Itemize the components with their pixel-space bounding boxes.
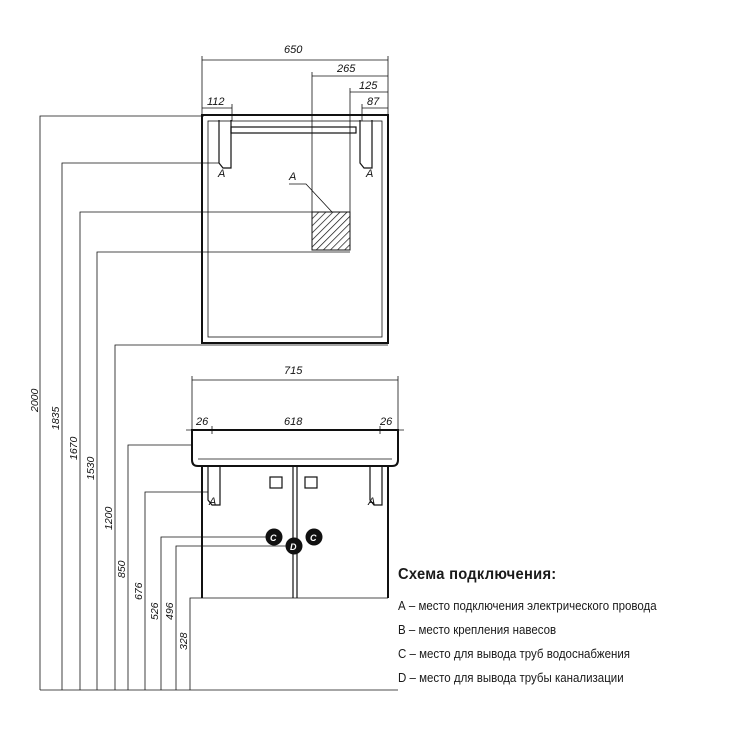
legend-item-a: А – место подключения электрического про… — [398, 599, 657, 613]
legend-item-c: С – место для вывода труб водоснабжения — [398, 647, 630, 661]
marker-a-top-left: A — [217, 168, 225, 180]
dim-h-526: 526 — [149, 602, 161, 620]
connection-legend: Схема подключения: А – место подключения… — [398, 566, 679, 690]
svg-text:C: C — [270, 533, 277, 543]
drain-outlet: D — [285, 537, 303, 555]
dim-h-328: 328 — [178, 632, 190, 650]
dim-125: 125 — [359, 80, 378, 92]
dim-h-496: 496 — [164, 602, 176, 620]
dim-h-676: 676 — [133, 582, 145, 600]
dim-h-1200: 1200 — [103, 506, 115, 530]
mirror-cabinet — [201, 114, 389, 344]
vanity-cabinet — [191, 429, 399, 598]
light-rail — [230, 126, 357, 134]
dim-26-left: 26 — [195, 416, 209, 428]
dim-h-1835: 1835 — [50, 406, 62, 430]
dim-87: 87 — [367, 96, 380, 108]
dim-715: 715 — [284, 365, 303, 377]
dim-265: 265 — [336, 63, 356, 75]
marker-a-socket: A — [288, 171, 296, 183]
socket-leader — [289, 183, 333, 213]
legend-item-b: В – место крепления навесов — [398, 623, 557, 637]
vanity-left-bracket — [207, 467, 221, 506]
dim-26-right: 26 — [379, 416, 393, 428]
legend-item-d: D – место для вывода трубы канализации — [398, 671, 624, 685]
dim-112: 112 — [207, 96, 225, 108]
dim-h-850: 850 — [116, 560, 128, 578]
water-outlet-right: C — [305, 528, 323, 546]
vanity-right-bracket — [369, 467, 383, 506]
cabinet-dimensions — [186, 376, 404, 434]
height-leaders — [39, 115, 398, 691]
top-dimensions — [201, 56, 389, 212]
left-bracket — [218, 120, 232, 169]
dim-h-1530: 1530 — [85, 456, 97, 480]
dim-h-1670: 1670 — [68, 436, 80, 460]
socket-zone — [311, 211, 351, 251]
marker-a-vanity-right: A — [367, 496, 375, 508]
marker-a-top-right: A — [365, 168, 373, 180]
left-handle — [269, 476, 283, 489]
right-bracket — [359, 120, 373, 169]
legend-title: Схема подключения: — [398, 566, 557, 583]
marker-a-vanity-left: A — [208, 496, 216, 508]
right-handle — [304, 476, 318, 489]
dim-h-2000: 2000 — [29, 388, 41, 413]
water-outlet-left: C — [265, 528, 283, 546]
dim-650: 650 — [284, 44, 303, 56]
svg-text:C: C — [310, 533, 317, 543]
dim-618: 618 — [284, 416, 303, 428]
svg-text:D: D — [290, 542, 297, 552]
